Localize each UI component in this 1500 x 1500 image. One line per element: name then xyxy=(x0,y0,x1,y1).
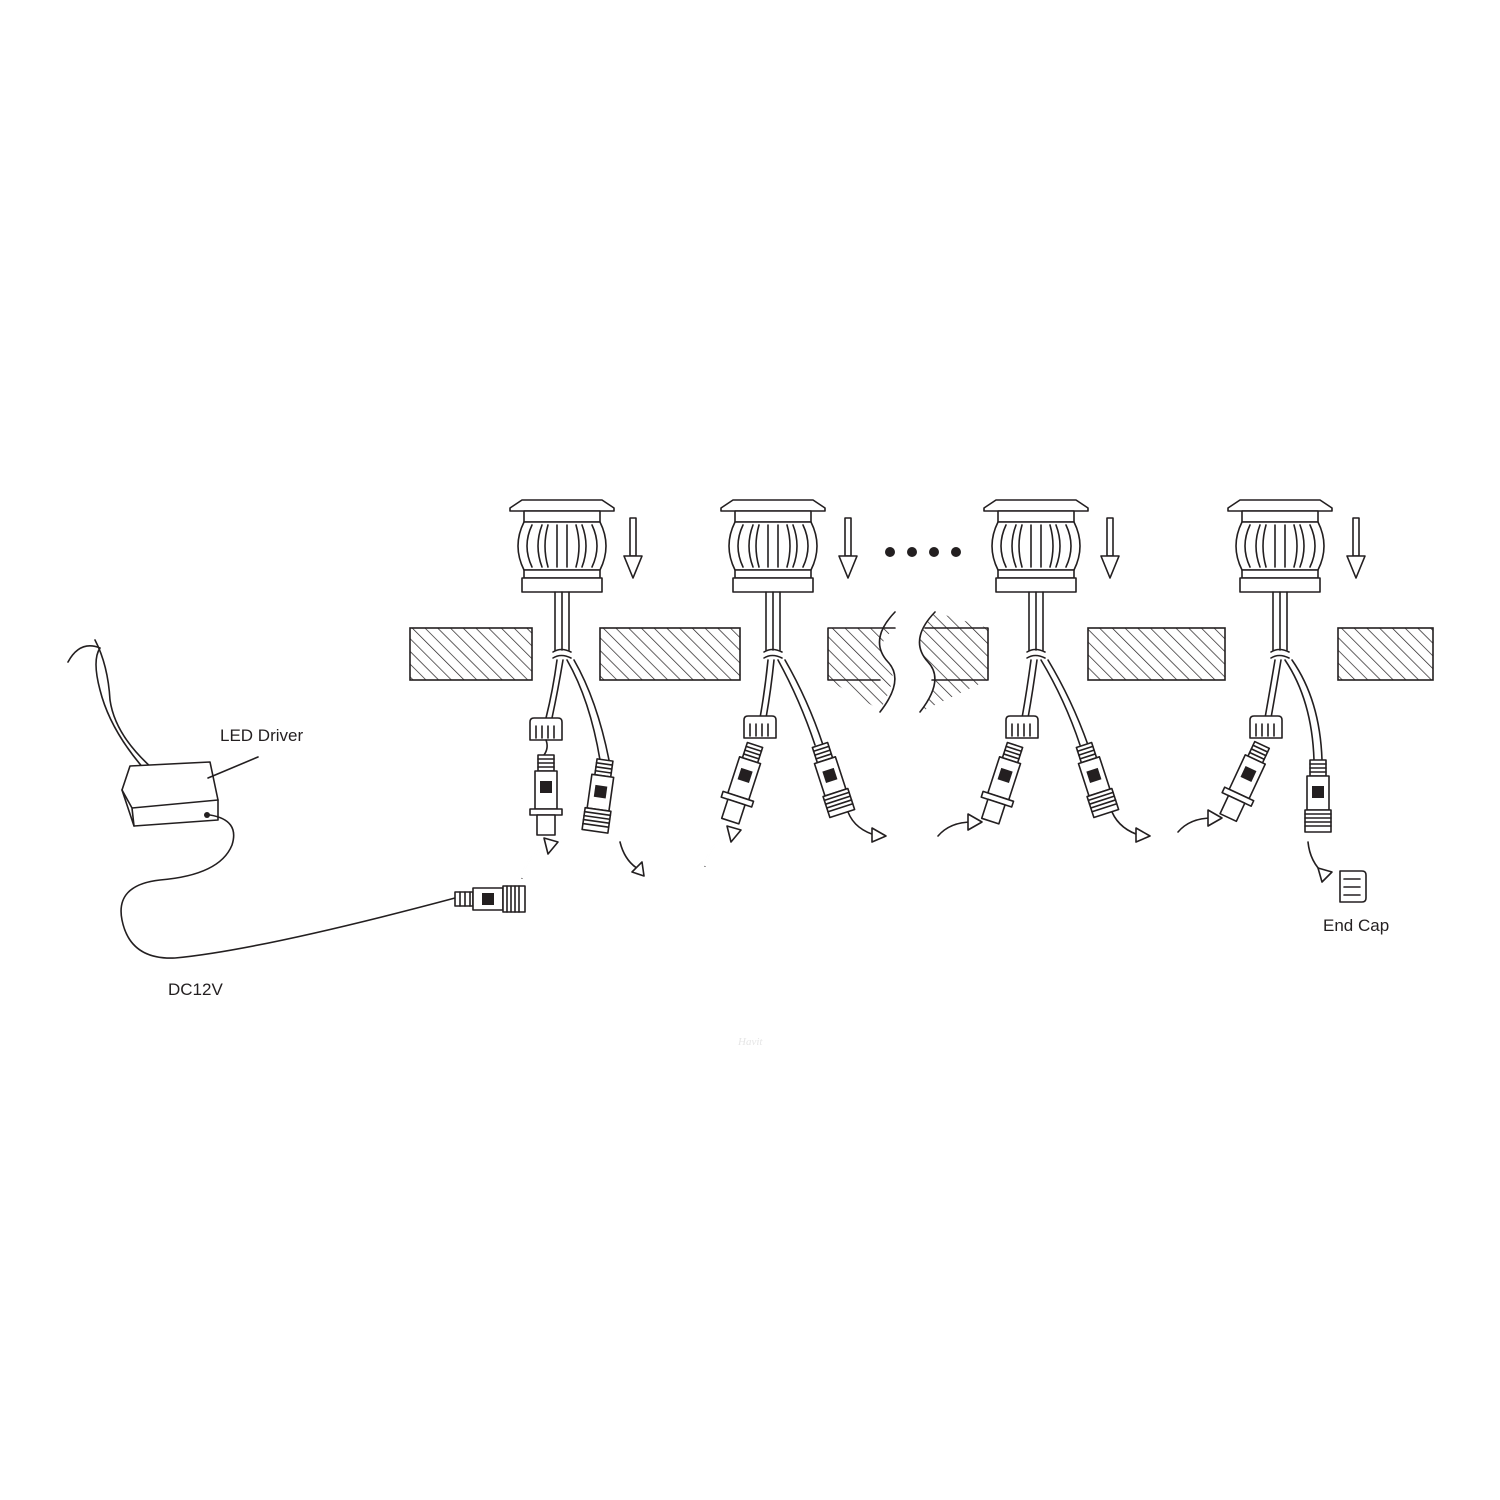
down-arrow-icon xyxy=(1346,517,1366,579)
down-arrow-icon xyxy=(1100,517,1120,579)
surface-boards xyxy=(409,611,1434,713)
down-arrow-icon xyxy=(838,517,858,579)
down-arrow-icon xyxy=(623,517,643,579)
light-fixture-4 xyxy=(1177,499,1367,903)
light-fixture-3 xyxy=(937,499,1151,843)
watermark: Havit xyxy=(738,1036,763,1048)
light-fixture-2 xyxy=(703,499,887,868)
power-input-connector xyxy=(454,885,526,913)
dc12v-label: DC12V xyxy=(168,980,223,999)
light-fixture-1 xyxy=(509,499,645,880)
end-cap-icon xyxy=(1339,870,1367,903)
led-driver-label: LED Driver xyxy=(220,726,304,745)
end-cap-label: End Cap xyxy=(1323,916,1390,935)
led-driver xyxy=(67,639,456,959)
insert-arrow-icon xyxy=(520,836,560,880)
continuation-dots xyxy=(885,547,961,557)
